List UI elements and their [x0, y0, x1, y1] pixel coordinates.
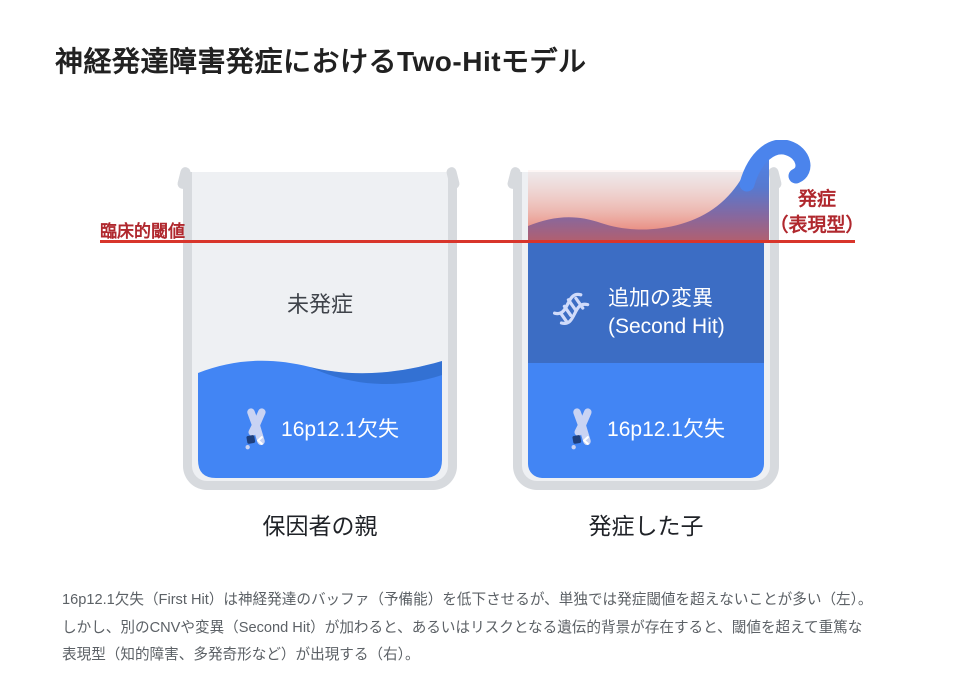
dna-helix-icon	[552, 292, 590, 325]
overflow-wave	[528, 140, 811, 242]
second-hit-label-row: 追加の変異 (Second Hit)	[550, 282, 770, 344]
caption-right: 発症した子	[588, 513, 704, 539]
footnote-line: しかし、別のCNVや変異（Second Hit）が加わると、あるいはリスクとなる…	[62, 619, 863, 636]
mutation-label-left: 16p12.1欠失	[281, 418, 399, 441]
liquid-wave-left	[198, 360, 442, 478]
footnote-line: 16p12.1欠失（First Hit）は神経発達のバッファ（予備能）を低下させ…	[62, 592, 873, 608]
chromosome-icon	[571, 408, 592, 450]
footnote: 16p12.1欠失（First Hit）は神経発達のバッファ（予備能）を低下させ…	[62, 587, 912, 670]
threshold-line	[100, 240, 855, 243]
liquid-block-right	[528, 363, 764, 478]
threshold-label: 臨床的閾値	[100, 222, 185, 241]
mutation-label-row-left: 16p12.1欠失	[192, 400, 448, 456]
second-hit-label-line1: 追加の変異	[608, 287, 713, 310]
second-hit-label-line2: (Second Hit)	[608, 315, 725, 338]
status-label-left: 未発症	[286, 292, 353, 317]
splash-curl	[739, 140, 811, 192]
onset-label-line1: 発症	[797, 189, 836, 210]
caption-left: 保因者の親	[262, 513, 378, 539]
mutation-label-right: 16p12.1欠失	[607, 418, 725, 441]
page-title: 神経発達障害発症におけるTwo-Hitモデル	[55, 46, 587, 77]
footnote-line: 表現型（知的障害、多発奇形など）が出現する（右）。	[62, 647, 420, 663]
onset-label: 発症 （表現型）	[762, 187, 872, 239]
chromosome-icon	[245, 408, 266, 450]
onset-label-line2: （表現型）	[769, 215, 865, 236]
mutation-label-row-right: 16p12.1欠失	[522, 400, 770, 456]
